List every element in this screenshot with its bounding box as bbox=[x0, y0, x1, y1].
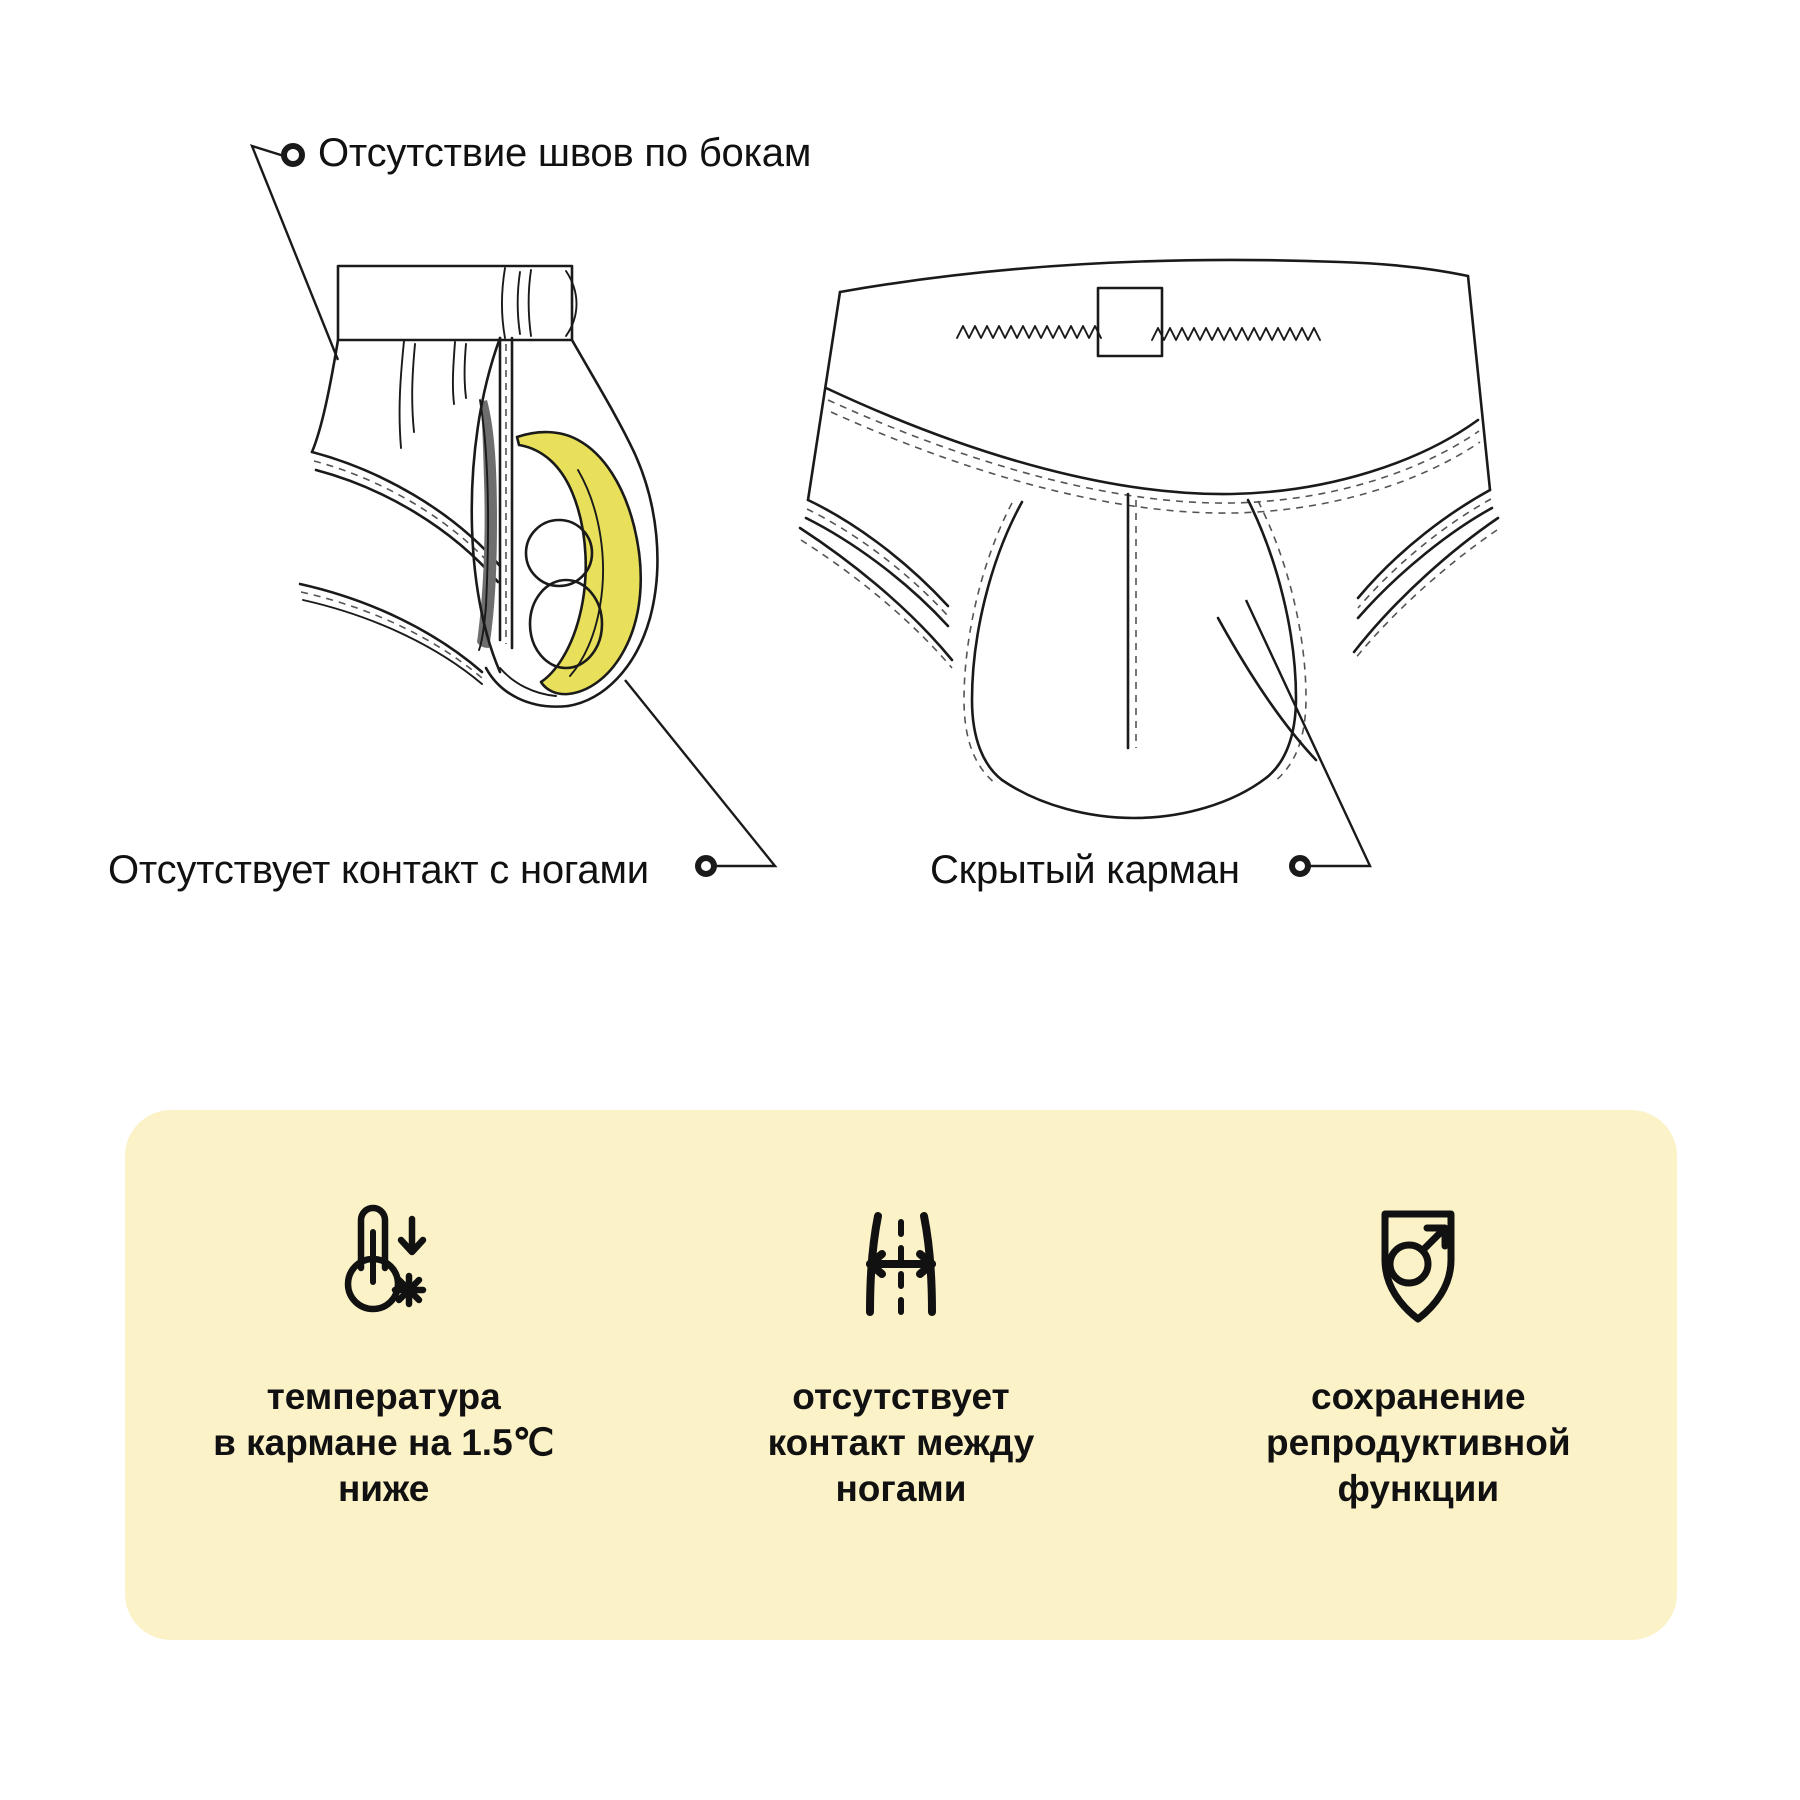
shield-male-symbol-icon bbox=[1343, 1202, 1493, 1332]
thermometer-down-snowflake-icon bbox=[309, 1202, 459, 1332]
feature-item-legs-gap: отсутствует контакт между ногами bbox=[691, 1202, 1111, 1512]
callout-label-hidden-pocket: Скрытый карман bbox=[930, 848, 1240, 892]
legs-gap-arrows-icon bbox=[826, 1202, 976, 1332]
feature-list: температура в кармане на 1.5℃ ниже bbox=[125, 1110, 1677, 1640]
callout-label-no-leg-contact: Отсутствует контакт с ногами bbox=[108, 848, 649, 892]
feature-caption-temperature: температура в кармане на 1.5℃ ниже bbox=[213, 1376, 555, 1509]
side-view-illustration bbox=[298, 264, 659, 708]
feature-caption-reproductive: сохранение репродуктивной функции bbox=[1266, 1376, 1571, 1509]
feature-item-reproductive: сохранение репродуктивной функции bbox=[1208, 1202, 1628, 1512]
feature-caption-legs-gap: отсутствует контакт между ногами bbox=[767, 1376, 1035, 1509]
feature-panel bbox=[125, 1110, 1677, 1640]
front-view-illustration bbox=[798, 258, 1500, 820]
feature-item-temperature: температура в кармане на 1.5℃ ниже bbox=[174, 1202, 594, 1512]
callout-label-no-side-seams: Отсутствие швов по бокам bbox=[318, 131, 812, 175]
callout-leader-lines bbox=[249, 143, 1372, 877]
